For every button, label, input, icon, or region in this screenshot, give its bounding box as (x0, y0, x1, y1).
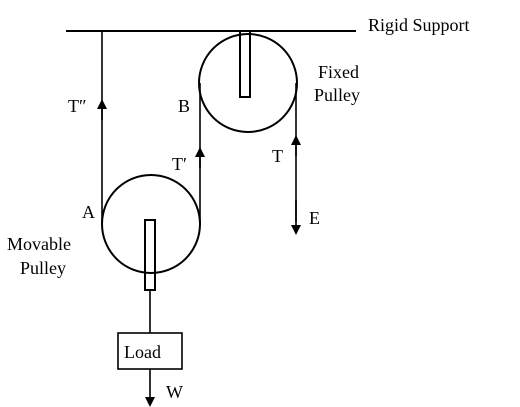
weight-label: W (166, 382, 183, 402)
t-double-prime-label: T″ (68, 96, 87, 116)
t-label: T (272, 146, 283, 166)
rigid-support-label: Rigid Support (368, 15, 470, 35)
movable-pulley-label-line1: Movable (7, 234, 71, 254)
load-label: Load (124, 342, 161, 362)
movable-pulley (101, 174, 201, 274)
fixed-pulley-label-line2: Pulley (314, 85, 360, 105)
t-prime-label: T′ (172, 154, 187, 174)
effort-label: E (309, 208, 320, 228)
fixed-pulley-label-line1: Fixed (318, 62, 359, 82)
movable-pulley-label-line2: Pulley (20, 258, 66, 278)
point-b-label: B (178, 96, 190, 116)
point-a-label: A (82, 202, 95, 222)
fixed-pulley-axle (239, 30, 251, 98)
fixed-pulley (198, 33, 298, 133)
movable-pulley-axle (144, 219, 156, 291)
